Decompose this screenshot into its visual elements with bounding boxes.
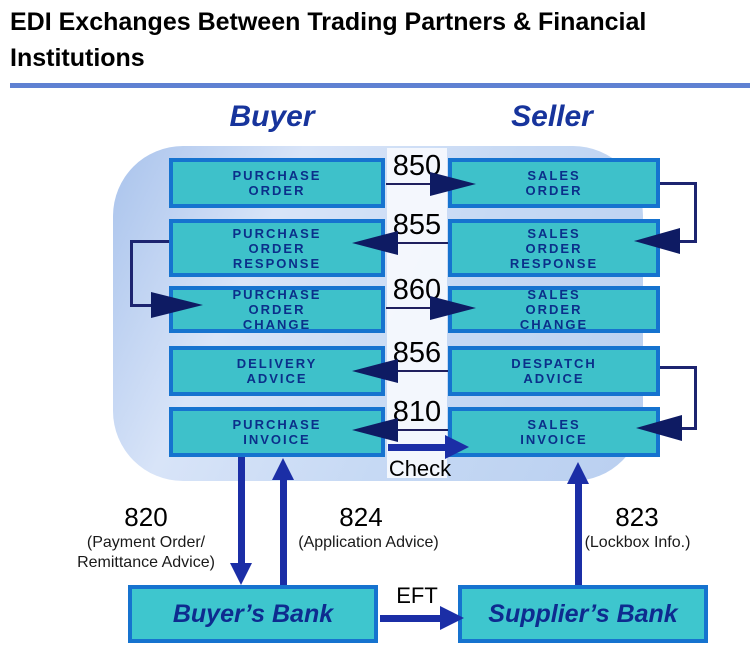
arrow-head	[352, 231, 398, 255]
arrow-head	[634, 228, 680, 254]
loop-segment	[680, 427, 696, 430]
arrow-824-up-icon	[272, 458, 294, 585]
arrow-shaft	[380, 615, 440, 622]
box-purchase-invoice-label: PURCHASE INVOICE	[232, 417, 322, 447]
box-sales-order-label: SALES ORDER	[525, 168, 583, 198]
loop-segment	[678, 240, 696, 243]
arrow-shaft	[386, 307, 430, 309]
column-header-seller: Seller	[511, 100, 593, 133]
loop-segment	[694, 182, 697, 243]
arrow-810-left-icon	[352, 418, 448, 442]
edi-code-855: 855	[392, 209, 442, 241]
edi-code-823-note: (Lockbox Info.)	[584, 534, 691, 551]
edi-code-824-note: (Application Advice)	[298, 534, 439, 551]
arrow-shaft	[238, 457, 245, 567]
arrow-shaft	[398, 429, 448, 431]
arrow-head	[352, 418, 398, 442]
eft-arrow-right-icon	[380, 606, 464, 630]
box-sales-invoice: SALES INVOICE	[448, 407, 660, 457]
arrow-shaft	[398, 370, 448, 372]
box-purchase-order: PURCHASE ORDER	[169, 158, 385, 208]
box-despatch-advice: DESPATCH ADVICE	[448, 346, 660, 396]
loop-segment	[130, 240, 169, 243]
loop-segment	[133, 304, 155, 307]
box-purchase-order-response-label: PURCHASE ORDER RESPONSE	[232, 225, 322, 271]
box-purchase-invoice: PURCHASE INVOICE	[169, 407, 385, 457]
box-sales-invoice-label: SALES INVOICE	[520, 417, 588, 447]
arrow-head	[151, 292, 203, 318]
arrow-820-down-icon	[230, 457, 252, 585]
box-despatch-advice-label: DESPATCH ADVICE	[511, 356, 597, 386]
arrow-head	[567, 462, 589, 484]
box-buyers-bank-label: Buyer’s Bank	[172, 599, 334, 628]
arrow-head	[430, 296, 476, 320]
arrow-shaft	[386, 183, 430, 185]
arrow-856-left-icon	[352, 359, 448, 383]
arrow-head	[272, 458, 294, 480]
box-buyers-bank: Buyer’s Bank	[128, 585, 378, 643]
box-purchase-order-change: PURCHASE ORDER CHANGE	[169, 286, 385, 333]
arrow-head	[430, 172, 476, 196]
edi-code-820: 820	[124, 502, 168, 532]
box-delivery-advice: DELIVERY ADVICE	[169, 346, 385, 396]
edi-code-820-note: (Payment Order/ Remittance Advice)	[77, 534, 215, 571]
arrow-855-left-icon	[352, 231, 448, 255]
check-label: Check	[388, 456, 452, 481]
box-purchase-order-change-label: PURCHASE ORDER CHANGE	[232, 287, 322, 332]
page-title: EDI Exchanges Between Trading Partners &…	[10, 8, 647, 72]
box-sales-order: SALES ORDER	[448, 158, 660, 208]
edi-code-856: 856	[392, 337, 442, 369]
box-suppliers-bank: Supplier’s Bank	[458, 585, 708, 643]
arrow-head	[636, 415, 682, 441]
arrow-shaft	[280, 478, 287, 585]
box-sales-order-change-label: SALES ORDER CHANGE	[519, 287, 589, 332]
box-sales-order-change: SALES ORDER CHANGE	[448, 286, 660, 333]
edi-code-810: 810	[392, 396, 442, 428]
loop-segment	[130, 240, 133, 307]
arrow-head	[440, 606, 464, 630]
arrow-823-up-icon	[567, 462, 589, 585]
box-purchase-order-response: PURCHASE ORDER RESPONSE	[169, 219, 385, 277]
edi-code-824: 824	[339, 502, 383, 532]
loop-segment	[660, 366, 697, 369]
arrow-shaft	[398, 242, 448, 244]
check-arrow-right-icon	[388, 435, 470, 459]
loop-segment	[660, 182, 697, 185]
arrow-head	[230, 563, 252, 585]
box-suppliers-bank-label: Supplier’s Bank	[488, 599, 678, 628]
box-sales-order-response-label: SALES ORDER RESPONSE	[509, 225, 599, 271]
loop-segment	[694, 366, 697, 430]
edi-code-823: 823	[615, 502, 659, 532]
arrow-shaft	[388, 444, 445, 451]
arrow-head	[352, 359, 398, 383]
box-sales-order-response: SALES ORDER RESPONSE	[448, 219, 660, 277]
title-rule	[10, 83, 750, 88]
arrow-head	[445, 435, 469, 459]
box-purchase-order-label: PURCHASE ORDER	[232, 168, 322, 198]
eft-label: EFT	[396, 583, 438, 608]
arrow-850-right-icon	[386, 172, 476, 196]
column-header-buyer: Buyer	[229, 100, 315, 133]
arrow-860-right-icon	[386, 296, 476, 320]
arrow-shaft	[575, 482, 582, 585]
box-delivery-advice-label: DELIVERY ADVICE	[236, 356, 318, 386]
